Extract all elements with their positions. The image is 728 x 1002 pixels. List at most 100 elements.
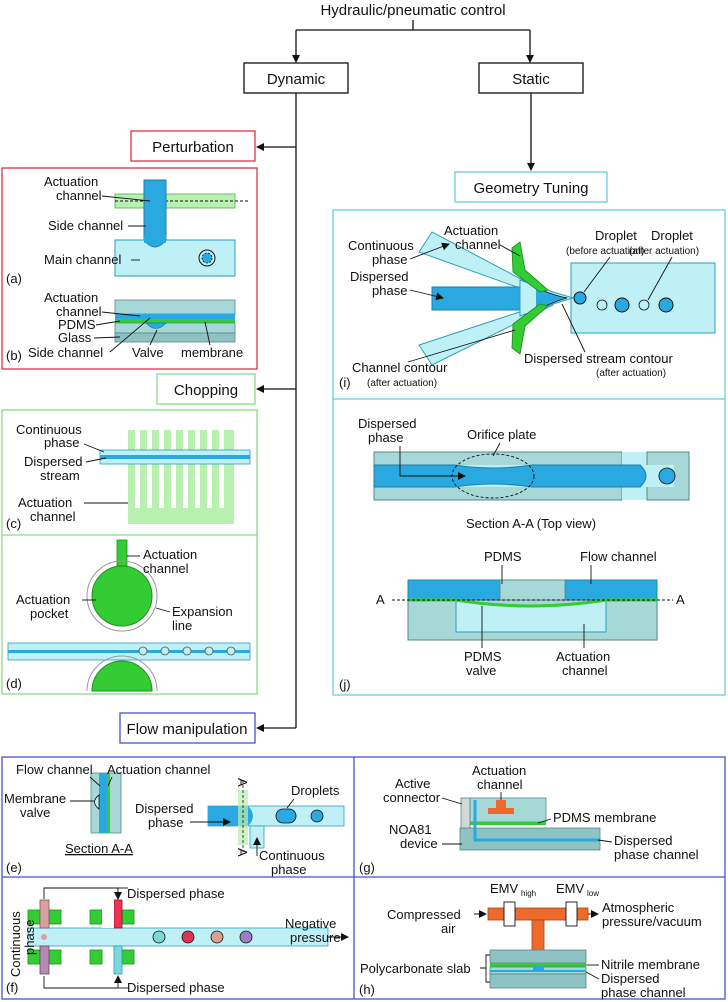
label-h-dispersed-2: phase channel <box>601 985 686 1000</box>
label-actuation-channel: Actuation <box>44 174 98 189</box>
geometry-tuning-panel <box>332 209 726 696</box>
label-j-dispersed-2: phase <box>368 430 403 445</box>
label-b-actuation-2: channel <box>56 304 102 319</box>
panel-d: Actuation channel Actuation pocket Expan… <box>6 539 251 692</box>
label-h-atmospheric: Atmospheric <box>602 900 675 915</box>
label-i-channel-contour-sub: (after actuation) <box>367 378 437 389</box>
flow-manipulation-box <box>119 712 256 744</box>
emv-high-valve <box>503 901 516 927</box>
label-j-dispersed: Dispersed <box>358 416 417 431</box>
label-d-pocket: Actuation <box>16 592 70 607</box>
label-h-emv-low: EMV <box>556 881 585 896</box>
label-h-nitrile: Nitrile membrane <box>601 957 700 972</box>
label-j-orifice: Orifice plate <box>467 427 536 442</box>
label-j-a-right: A <box>676 592 685 607</box>
label-j-pdms: PDMS <box>484 549 522 564</box>
label-b-membrane: membrane <box>181 345 243 360</box>
perturbation-box <box>130 130 256 162</box>
label-f-continuous: Continuous <box>8 911 23 977</box>
dynamic-label: Dynamic <box>267 71 326 88</box>
label-f-dispersed-bottom: Dispersed phase <box>127 980 225 995</box>
label-i-actuation: Actuation <box>444 223 498 238</box>
tag-d: (d) <box>6 676 22 691</box>
panel-i: Actuation channel Continuous phase Dropl… <box>339 223 716 390</box>
label-e-flow-channel: Flow channel <box>16 762 93 777</box>
label-d-actuation-channel: Actuation <box>143 547 197 562</box>
label-g-noa-2: device <box>400 836 438 851</box>
root-label: Hydraulic/pneumatic control <box>320 2 505 19</box>
label-b-actuation: Actuation <box>44 290 98 305</box>
label-i-continuous: Continuous <box>348 238 414 253</box>
label-f-negative: Negative <box>285 916 336 931</box>
tag-c: (c) <box>6 516 21 531</box>
tag-b: (b) <box>6 348 22 363</box>
i-actuation-lower <box>511 303 549 355</box>
label-e-a-top: A <box>235 778 250 787</box>
label-e-membrane: Membrane <box>4 791 66 806</box>
i-actuation-upper <box>511 241 549 293</box>
static-box <box>478 62 584 94</box>
comb-bottom <box>128 464 234 524</box>
label-i-dispersed: Dispersed <box>350 269 409 284</box>
control-tree: Hydraulic/pneumatic control Dynamic Stat… <box>119 2 608 744</box>
panel-g: Actuation channel Active connector PDMS … <box>359 763 699 875</box>
label-f-continuous-2: phase <box>22 920 37 955</box>
label-e-a-bottom: A <box>235 848 250 857</box>
label-i-droplet-before-sub: (before actuation) <box>566 246 644 257</box>
label-c-dispersed-2: stream <box>40 468 80 483</box>
tag-e: (e) <box>6 860 22 875</box>
comb-gaps <box>135 430 224 508</box>
label-main-channel: Main channel <box>44 252 121 267</box>
tag-i: (i) <box>339 375 351 390</box>
panel-e: Flow channel Actuation channel Membrane … <box>4 762 345 877</box>
chopping-box <box>156 373 256 405</box>
label-j-pdms-valve: PDMS <box>464 649 502 664</box>
chopping-panel <box>1 409 258 695</box>
label-j-flow-channel: Flow channel <box>580 549 657 564</box>
label-c-actuation: Actuation <box>18 495 72 510</box>
tag-a: (a) <box>6 271 22 286</box>
label-b-valve: Valve <box>132 345 164 360</box>
geometry-tuning-label: Geometry Tuning <box>473 180 588 197</box>
label-side-channel: Side channel <box>48 218 123 233</box>
tag-g: (g) <box>359 860 375 875</box>
label-b-glass: Glass <box>58 330 92 345</box>
label-i-actuation-2: channel <box>455 237 501 252</box>
label-h-emv-high: EMV <box>490 881 519 896</box>
label-j-pdms-valve-2: valve <box>466 663 496 678</box>
label-e-membrane-2: valve <box>20 805 50 820</box>
label-i-droplet-before: Droplet <box>595 228 637 243</box>
flow-manipulation-panel <box>1 756 726 1000</box>
panel-j: Dispersed phase Orifice plate Section A-… <box>339 416 690 692</box>
label-d-pocket-2: pocket <box>30 606 69 621</box>
expansion-line <box>86 560 158 632</box>
label-g-noa: NOA81 <box>389 822 432 837</box>
label-i-channel-contour: Channel contour <box>352 360 448 375</box>
label-g-active: Active <box>395 776 430 791</box>
label-e-dispersed: Dispersed <box>135 801 194 816</box>
label-i-stream-contour: Dispersed stream contour <box>524 351 674 366</box>
label-d-expansion: Expansion <box>172 604 233 619</box>
label-f-dispersed-top: Dispersed phase <box>127 886 225 901</box>
label-h-compressed: Compressed <box>387 907 461 922</box>
label-e-droplets: Droplets <box>291 783 340 798</box>
panel-b: Actuation channel PDMS Glass Side channe… <box>6 290 243 363</box>
label-e-section: Section A-A <box>65 841 133 856</box>
label-c-actuation-2: channel <box>30 509 76 524</box>
panel-h: EMV high EMV low Compressed air Atmosphe… <box>359 881 702 1000</box>
panel-f: Dispersed phase Dispersed phase Continuo… <box>6 886 349 995</box>
label-h-compressed-2: air <box>441 921 456 936</box>
label-actuation-channel-2: channel <box>56 188 102 203</box>
label-b-pdms: PDMS <box>58 317 96 332</box>
geometry-tuning-box <box>454 171 608 203</box>
perturbation-panel <box>1 167 258 370</box>
label-g-actuation: Actuation <box>472 763 526 778</box>
emv-low-valve <box>565 901 578 927</box>
j-pdms-valve-membrane <box>408 598 657 608</box>
label-i-stream-contour-sub: (after actuation) <box>596 368 666 379</box>
label-g-dispersed: Dispersed <box>614 833 673 848</box>
perturbation-label: Perturbation <box>152 139 234 156</box>
flow-manipulation-label: Flow manipulation <box>127 721 248 738</box>
tag-h: (h) <box>359 982 375 997</box>
